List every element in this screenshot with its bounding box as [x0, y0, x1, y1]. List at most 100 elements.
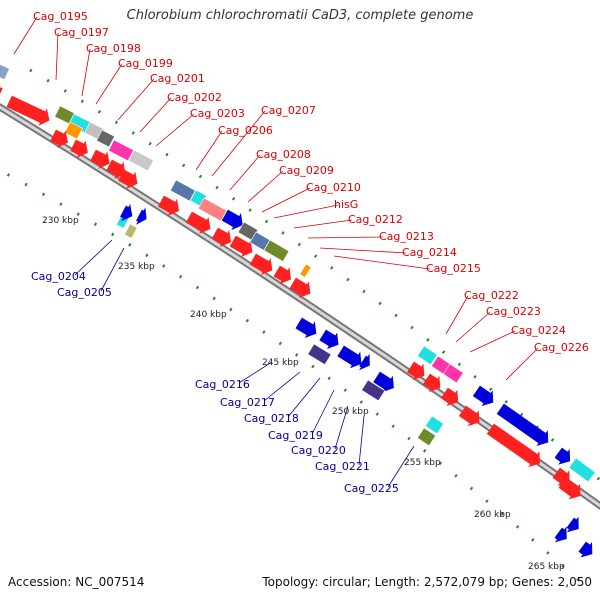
- gene-feature[interactable]: [568, 457, 596, 483]
- gene-label-forward[interactable]: Cag_0222: [464, 289, 519, 302]
- gene-feature[interactable]: [336, 343, 366, 371]
- gene-feature[interactable]: [221, 207, 247, 233]
- gene-feature[interactable]: [119, 203, 136, 224]
- gene-feature[interactable]: [372, 369, 399, 395]
- gene-feature[interactable]: [263, 239, 290, 262]
- gene-feature[interactable]: [6, 93, 53, 128]
- gene-feature[interactable]: [0, 61, 10, 81]
- leader-line: [319, 247, 407, 254]
- kbp-tick-label: 260 kbp: [474, 510, 511, 520]
- gene-feature[interactable]: [577, 540, 597, 562]
- gene-feature[interactable]: [197, 197, 228, 222]
- gene-feature[interactable]: [248, 251, 276, 278]
- gene-feature[interactable]: [565, 516, 584, 536]
- leader-line: [139, 97, 172, 133]
- gene-label-forward[interactable]: Cag_0202: [167, 91, 222, 104]
- gene-feature[interactable]: [406, 359, 429, 383]
- topology-text: Topology: circular; Length: 2,572,079 bp…: [262, 575, 592, 589]
- gene-feature[interactable]: [272, 263, 295, 287]
- gene-label-forward[interactable]: Cag_0210: [306, 181, 361, 194]
- gene-label-reverse[interactable]: Cag_0216: [195, 378, 250, 391]
- leader-line: [155, 113, 195, 147]
- gene-label-forward[interactable]: Cag_0208: [256, 148, 311, 161]
- gene-feature[interactable]: [117, 167, 141, 191]
- gene-label-forward[interactable]: Cag_0199: [118, 57, 173, 70]
- gene-feature[interactable]: [0, 83, 4, 100]
- gene-feature[interactable]: [157, 193, 183, 218]
- gene-label-forward[interactable]: Cag_0209: [279, 164, 334, 177]
- leader-line: [358, 415, 365, 466]
- gene-feature[interactable]: [96, 129, 115, 148]
- gene-feature[interactable]: [294, 315, 320, 341]
- map-title: Chlorobium chlorochromatii CaD3, complet…: [126, 8, 474, 23]
- gene-feature[interactable]: [553, 526, 572, 546]
- leader-line: [273, 204, 339, 219]
- leader-line: [55, 32, 59, 81]
- gene-label-forward[interactable]: Cag_0195: [33, 10, 88, 23]
- gene-label-forward[interactable]: Cag_0214: [402, 246, 457, 259]
- gene-feature[interactable]: [124, 223, 138, 239]
- gene-label-forward[interactable]: Cag_0207: [261, 104, 316, 117]
- gene-feature[interactable]: [495, 402, 553, 450]
- gene-feature[interactable]: [358, 353, 374, 372]
- gene-label-forward[interactable]: Cag_0212: [348, 213, 403, 226]
- gene-features: [0, 61, 597, 562]
- gene-label-reverse[interactable]: Cag_0225: [344, 482, 399, 495]
- kbp-tick-label: 235 kbp: [118, 262, 155, 272]
- gene-label-forward[interactable]: Cag_0201: [150, 72, 205, 85]
- gene-feature[interactable]: [49, 127, 71, 150]
- gene-feature[interactable]: [424, 415, 445, 435]
- gene-feature[interactable]: [307, 343, 332, 366]
- gene-label-reverse[interactable]: Cag_0219: [268, 429, 323, 442]
- gene-feature[interactable]: [108, 139, 134, 162]
- gene-label-reverse[interactable]: Cag_0205: [57, 286, 112, 299]
- gene-feature[interactable]: [318, 327, 343, 352]
- gene-feature[interactable]: [128, 149, 154, 172]
- gene-feature[interactable]: [105, 157, 129, 181]
- gene-feature[interactable]: [299, 263, 312, 278]
- gene-feature[interactable]: [557, 476, 585, 504]
- gene-feature[interactable]: [416, 345, 438, 366]
- gene-feature[interactable]: [229, 233, 257, 260]
- gene-feature[interactable]: [422, 372, 445, 396]
- leader-line: [445, 295, 469, 335]
- gene-label-reverse[interactable]: Cag_0220: [291, 444, 346, 457]
- gene-feature[interactable]: [169, 179, 196, 202]
- gene-feature[interactable]: [361, 379, 386, 402]
- gene-feature[interactable]: [135, 207, 150, 227]
- gene-feature[interactable]: [69, 137, 91, 160]
- leader-line: [455, 311, 491, 343]
- gene-label-reverse[interactable]: Cag_0204: [31, 270, 86, 283]
- leader-line: [95, 63, 123, 105]
- gene-label-reverse[interactable]: Cag_0218: [244, 412, 299, 425]
- gene-label-forward[interactable]: Cag_0215: [426, 262, 481, 275]
- gene-label-forward[interactable]: Cag_0203: [190, 107, 245, 120]
- gene-label-forward[interactable]: Cag_0198: [86, 42, 141, 55]
- gene-feature[interactable]: [553, 446, 575, 469]
- gene-feature[interactable]: [288, 275, 314, 301]
- gene-feature[interactable]: [211, 225, 236, 250]
- leader-line: [229, 154, 261, 191]
- gene-feature[interactable]: [471, 384, 498, 410]
- gene-label-forward[interactable]: Cag_0223: [486, 305, 541, 318]
- gene-label-reverse[interactable]: Cag_0217: [220, 396, 275, 409]
- gene-feature[interactable]: [185, 209, 215, 236]
- gene-label-forward[interactable]: Cag_0226: [534, 341, 589, 354]
- gene-label-forward[interactable]: Cag_0224: [511, 324, 566, 337]
- gene-label-forward[interactable]: Cag_0206: [218, 124, 273, 137]
- gene-feature[interactable]: [64, 121, 83, 140]
- gene-label-forward[interactable]: hisG: [334, 198, 358, 211]
- gene-feature[interactable]: [442, 363, 464, 384]
- gene-label-forward[interactable]: Cag_0197: [54, 26, 109, 39]
- gene-feature[interactable]: [485, 422, 545, 471]
- leader-line: [81, 48, 91, 97]
- gene-feature[interactable]: [440, 386, 463, 410]
- gene-label-reverse[interactable]: Cag_0221: [315, 460, 370, 473]
- gene-feature[interactable]: [458, 404, 485, 430]
- gene-label-forward[interactable]: Cag_0213: [379, 230, 434, 243]
- gene-feature[interactable]: [89, 147, 113, 171]
- gene-feature[interactable]: [416, 427, 437, 447]
